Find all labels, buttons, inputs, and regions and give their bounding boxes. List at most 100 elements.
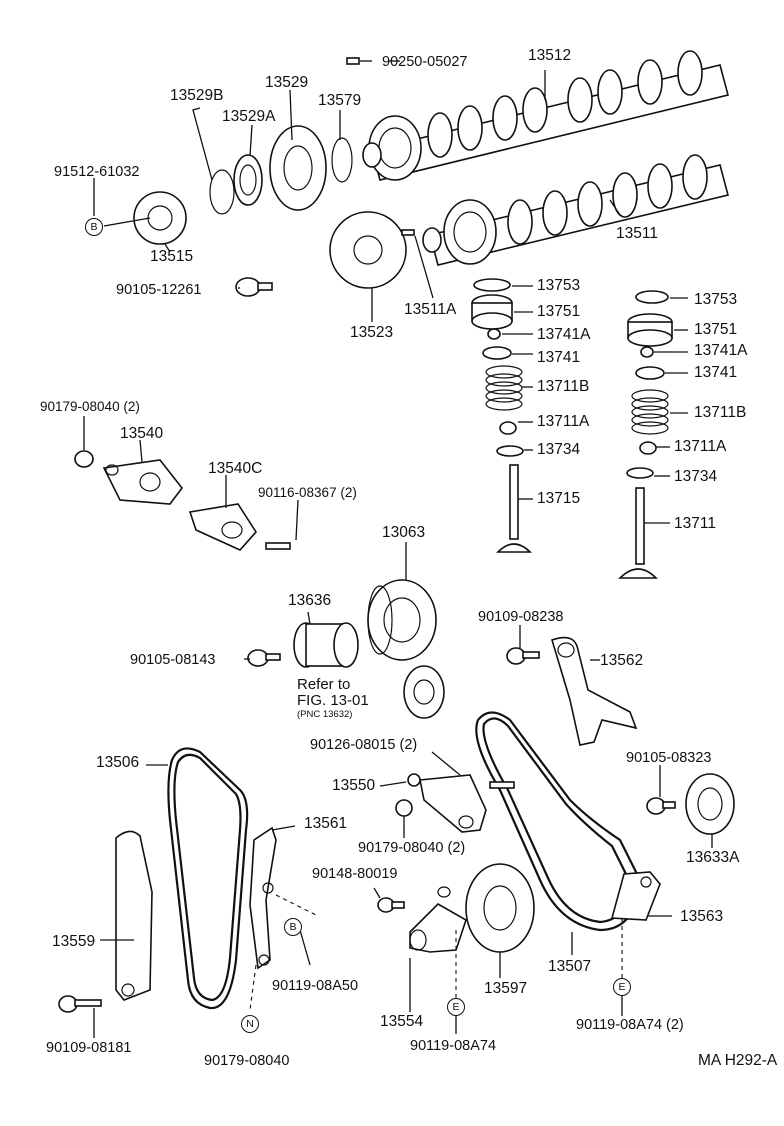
refer-note: Refer to FIG. 13-01 (PNC 13632) — [297, 676, 369, 721]
label-13711A-left: 13711A — [537, 413, 590, 430]
label-13506: 13506 — [96, 754, 140, 771]
gear-13063 — [367, 579, 437, 661]
label-13511: 13511 — [616, 225, 658, 242]
label-90105-08323: 90105-08323 — [626, 750, 712, 766]
callout-b-lower: B — [284, 918, 302, 936]
label-13753-left: 13753 — [537, 277, 581, 294]
label-91512-61032: 91512-61032 — [54, 164, 140, 180]
label-13597: 13597 — [484, 980, 528, 997]
label-13523: 13523 — [350, 324, 394, 341]
label-13734-left: 13734 — [537, 441, 581, 458]
label-13633A: 13633A — [686, 849, 740, 866]
camshaft-13511 — [422, 154, 729, 266]
label-13529A: 13529A — [222, 108, 276, 125]
sprocket-13523 — [329, 211, 407, 289]
label-90179-08040: 90179-08040 — [204, 1053, 290, 1069]
pin-13511A — [401, 229, 415, 236]
label-90119-08A50: 90119-08A50 — [272, 978, 359, 994]
label-13711A-right: 13711A — [674, 438, 727, 455]
washer-13529A — [233, 154, 263, 206]
pin-90250-05027 — [346, 57, 360, 65]
bolt-90105-08143 — [247, 649, 281, 667]
gear-crank-ref — [403, 665, 445, 719]
label-13753-right: 13753 — [694, 291, 738, 308]
label-13711: 13711 — [674, 515, 716, 532]
drawing-code: MA H292-A — [698, 1052, 778, 1069]
refer-line1: Refer to — [297, 676, 351, 693]
label-13734-right: 13734 — [674, 468, 718, 485]
spacer-13636 — [293, 622, 359, 668]
label-90105-12261: 90105-12261 — [116, 282, 202, 298]
tensioner-13550 — [407, 773, 487, 833]
label-90109-08181: 90109-08181 — [46, 1040, 132, 1056]
label-13511A: 13511A — [404, 301, 457, 318]
label-90116-08367: 90116-08367 (2) — [258, 485, 357, 500]
bolt-90148-80019 — [377, 897, 405, 913]
label-13741-left: 13741 — [537, 349, 581, 366]
refer-pnc: (PNC 13632) — [297, 709, 353, 720]
label-90119-08A74-2: 90119-08A74 (2) — [576, 1017, 684, 1033]
label-90148-80019: 90148-80019 — [312, 866, 398, 882]
label-13563: 13563 — [680, 908, 724, 925]
label-13741-right: 13741 — [694, 364, 738, 381]
callout-e-right: E — [613, 978, 631, 996]
label-90250-05027: 90250-05027 — [382, 54, 468, 70]
refer-line2: FIG. 13-01 — [297, 692, 369, 709]
label-13529B: 13529B — [170, 87, 224, 104]
label-13512: 13512 — [528, 47, 572, 64]
bolt-90105-12261 — [235, 277, 273, 297]
callout-b: B — [85, 218, 103, 236]
valve-stack-right — [618, 290, 673, 579]
tensioner-13554 — [409, 886, 467, 953]
label-13540: 13540 — [120, 425, 164, 442]
label-90119-08A74: 90119-08A74 — [410, 1038, 497, 1054]
label-13515: 13515 — [150, 248, 194, 265]
bolt-90126-08015 — [489, 781, 515, 789]
label-13711B-left: 13711B — [537, 378, 590, 395]
label-13554: 13554 — [380, 1013, 424, 1030]
bolt-90109-08181 — [58, 995, 102, 1013]
sprocket-13529 — [269, 125, 327, 211]
label-90126-08015: 90126-08015 (2) — [310, 737, 418, 753]
camshaft-13512 — [362, 50, 729, 181]
label-13715: 13715 — [537, 490, 581, 507]
label-13529: 13529 — [265, 74, 309, 91]
snap-ring-13529B — [209, 169, 235, 215]
callout-n: N — [241, 1015, 259, 1033]
label-13711B-right: 13711B — [694, 404, 747, 421]
idler-13633A — [685, 773, 735, 835]
label-13540C: 13540C — [208, 460, 263, 477]
label-13507: 13507 — [548, 958, 592, 975]
label-13751-left: 13751 — [537, 303, 581, 320]
tensioner-13540 — [102, 459, 184, 505]
guide-13561 — [249, 826, 277, 970]
label-13063: 13063 — [382, 524, 426, 541]
chain-13506 — [167, 747, 249, 1010]
label-13741A-right: 13741A — [694, 342, 748, 359]
label-13561: 13561 — [304, 815, 348, 832]
label-13751-right: 13751 — [694, 321, 738, 338]
guide-13562 — [551, 636, 638, 746]
label-13559: 13559 — [52, 933, 96, 950]
label-90179-08040-2b: 90179-08040 (2) — [358, 840, 466, 856]
callout-e-left: E — [447, 998, 465, 1016]
bolt-90109-08238 — [506, 647, 540, 665]
nut-90179-08040 — [74, 450, 94, 468]
guide-13563 — [610, 871, 661, 921]
label-90179-08040-2: 90179-08040 (2) — [40, 399, 140, 414]
label-13636: 13636 — [288, 592, 332, 609]
label-90105-08143: 90105-08143 — [130, 652, 216, 668]
stud-90116-08367 — [265, 542, 291, 550]
label-90109-08238: 90109-08238 — [478, 609, 564, 625]
ring-13579 — [331, 137, 353, 183]
label-13562: 13562 — [600, 652, 644, 669]
valve-stack-left — [471, 278, 532, 553]
guide-13559 — [115, 830, 153, 1001]
gear-13515 — [133, 191, 187, 245]
sprocket-13597 — [465, 863, 535, 953]
label-13579: 13579 — [318, 92, 362, 109]
label-13741A-left: 13741A — [537, 326, 591, 343]
label-13550: 13550 — [332, 777, 376, 794]
bolt-90105-08323 — [646, 797, 676, 815]
